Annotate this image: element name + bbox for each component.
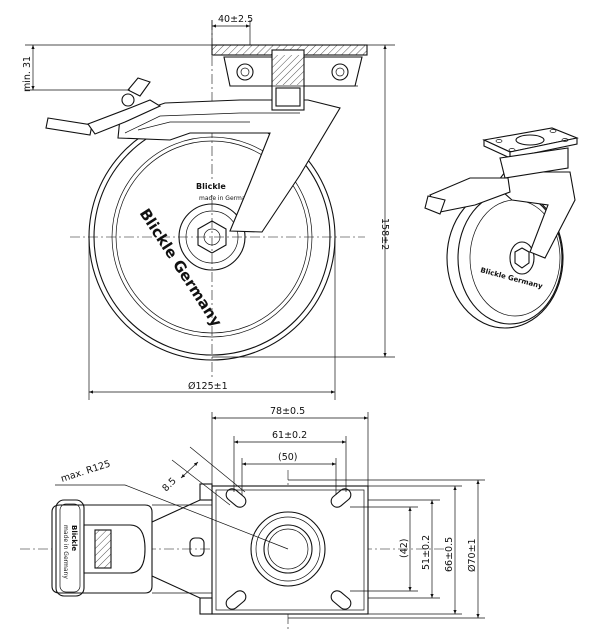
dim-plate-height: 66±0.5 xyxy=(368,485,462,615)
dim-hole-spacing: (50) xyxy=(241,452,337,495)
top-wheel: Blickle made in Germany xyxy=(51,499,212,599)
front-hub-text: made in Germany xyxy=(199,195,253,202)
swivel-head xyxy=(211,44,368,111)
dim-bolt-spacing-v-label: 51±0.2 xyxy=(421,535,432,570)
front-hub-brand-group: Blickle made in Germany xyxy=(186,180,253,202)
dim-king-pin: Ø70±1 xyxy=(288,479,485,619)
iso-plate xyxy=(482,127,579,179)
dim-overall-height-label: 158±2 xyxy=(379,218,390,250)
iso-wheel-brand: Blickle Germany xyxy=(479,266,543,290)
isometric-view: Blickle Germany xyxy=(424,127,579,329)
dim-min-height: min. 31 xyxy=(22,44,212,92)
dim-swivel-radius-label: max. R125 xyxy=(60,458,112,484)
dim-min-height-label: min. 31 xyxy=(22,56,33,92)
dim-slot-width-label: 8.5 xyxy=(160,476,178,494)
top-wheel-label: Blickle xyxy=(70,525,78,551)
front-view: Blickle Germany Blickle made in Germany xyxy=(22,14,395,400)
dim-plate-height-label: 66±0.5 xyxy=(444,537,455,572)
front-hub-brand: Blickle xyxy=(196,182,226,191)
dim-top-plate-label: 40±2.5 xyxy=(218,14,253,25)
dim-hole-spacing-label: (50) xyxy=(278,452,298,463)
top-plate xyxy=(189,483,369,615)
dim-plate-width: 78±0.5 xyxy=(211,406,369,486)
dim-bolt-spacing-label: 61±0.2 xyxy=(272,430,307,441)
dim-plate-width-label: 78±0.5 xyxy=(270,406,305,417)
dim-bolt-spacing-v: 51±0.2 xyxy=(368,499,440,599)
dim-hole-spacing-v-label: (42) xyxy=(399,538,410,558)
dim-overall-height: 158±2 xyxy=(212,44,395,358)
dim-top-plate: 40±2.5 xyxy=(211,14,253,45)
dim-bolt-spacing: 61±0.2 xyxy=(233,430,347,492)
iso-fork xyxy=(424,171,576,259)
dim-wheel-diameter-label: Ø125±1 xyxy=(188,381,228,392)
top-wheel-label-sub: made in Germany xyxy=(62,525,69,579)
top-view: Blickle made in Germany max. R125 8.5 78… xyxy=(20,406,485,630)
dim-king-pin-label: Ø70±1 xyxy=(467,538,478,572)
fork-bracket xyxy=(117,99,341,233)
brake-lever xyxy=(45,77,162,136)
dim-hole-spacing-v: (42) xyxy=(350,506,418,592)
dim-wheel-diameter: Ø125±1 xyxy=(88,237,336,400)
